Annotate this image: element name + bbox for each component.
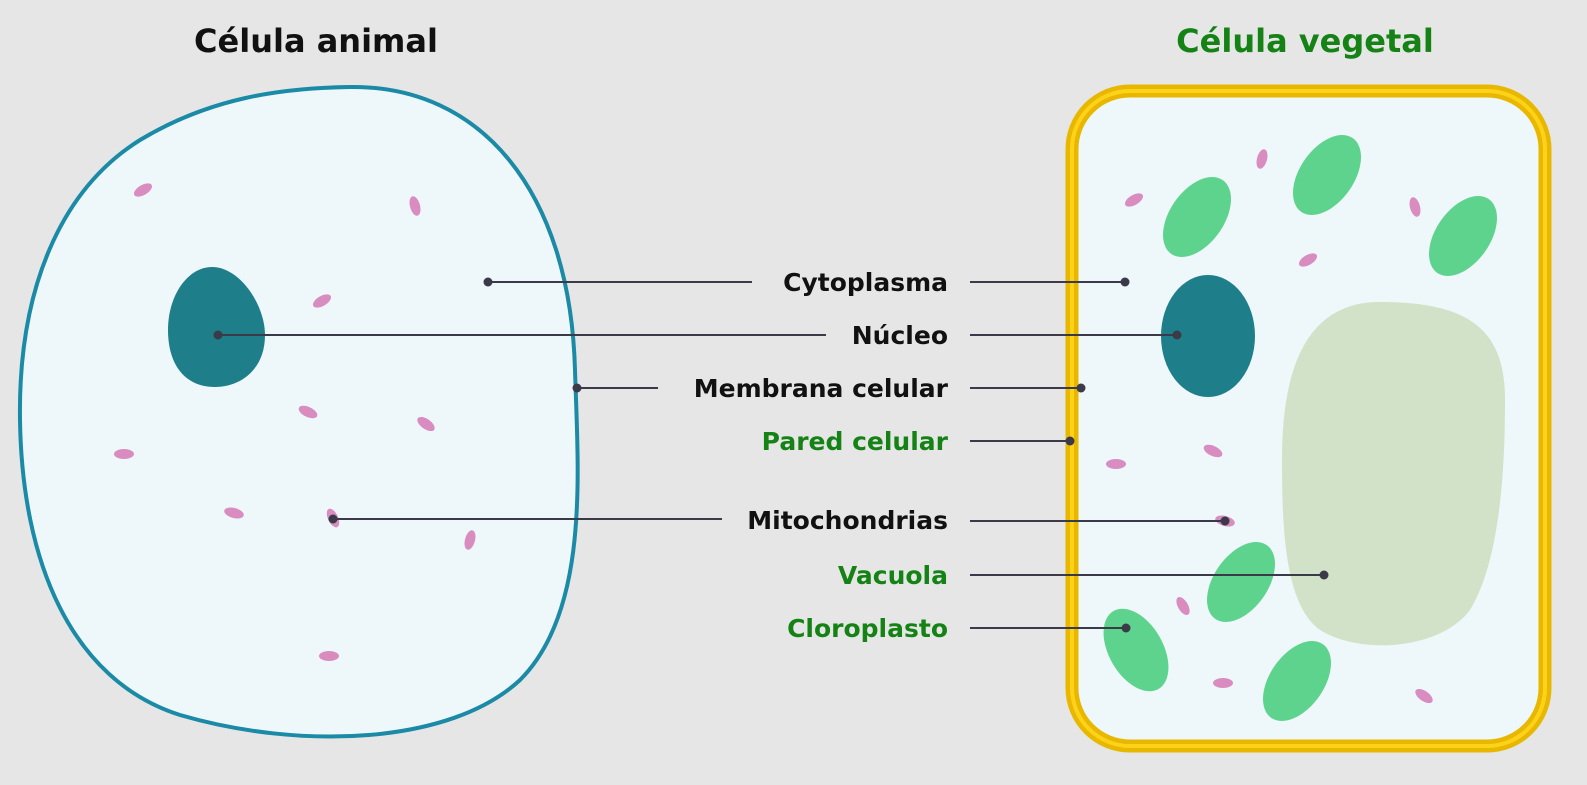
- plant-cell: [1065, 84, 1552, 753]
- label-cell-membrane: Membrana celular: [694, 374, 949, 403]
- animal-nucleus: [168, 267, 265, 387]
- label-cytoplasm: Cytoplasma: [783, 268, 948, 297]
- leader-dots: [213, 277, 1329, 633]
- label-cell-wall: Pared celular: [762, 427, 949, 456]
- plant-vacuole: [1282, 302, 1505, 646]
- plant-nucleus: [1161, 275, 1255, 397]
- label-chloroplast: Cloroplasto: [787, 614, 948, 643]
- plant-mitochondria: [1106, 149, 1433, 704]
- title-animal-cell: Célula animal: [194, 22, 438, 60]
- animal-cell-membrane: [17, 84, 580, 739]
- label-vacuole: Vacuola: [838, 561, 948, 590]
- label-nucleus: Núcleo: [852, 321, 948, 350]
- title-plant-cell: Célula vegetal: [1176, 22, 1434, 60]
- label-mitochondria: Mitochondrias: [747, 506, 948, 535]
- animal-mitochondria: [114, 183, 476, 661]
- plant-chloroplasts: [1103, 135, 1497, 721]
- leader-lines: [218, 281, 1324, 629]
- animal-cell: [17, 84, 580, 739]
